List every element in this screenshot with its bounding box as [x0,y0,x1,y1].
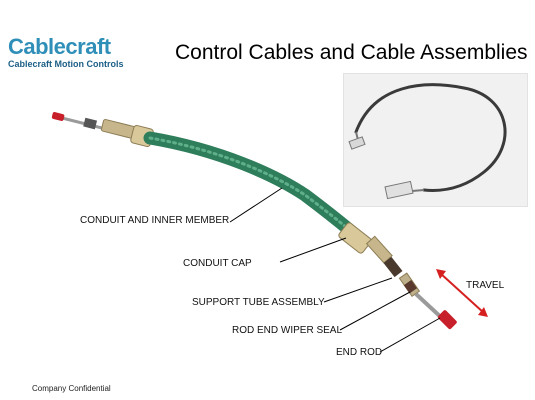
right-conduit-cap [338,222,372,254]
leader-conduit-inner [229,187,283,223]
left-wiper-seal [83,117,98,130]
rod-end-wiper-seal [403,280,417,294]
logo-subtitle: Cablecraft Motion Controls [8,59,124,69]
leader-end-rod [379,317,441,353]
travel-arrow-head-down [478,307,488,317]
conduit-highlight [148,136,354,234]
slide-title: Control Cables and Cable Assemblies [175,41,528,64]
support-tube-seal [383,256,403,278]
inset-cable-photo [343,73,528,207]
leader-wiper-seal [339,291,411,331]
travel-arrow-line [439,272,485,314]
label-support-tube-assembly: SUPPORT TUBE ASSEMBLY [192,297,325,308]
leader-support-tube [323,277,393,303]
logo-wordmark: Cablecraft [8,34,111,59]
label-conduit-inner-member: CONDUIT AND INNER MEMBER [80,215,230,226]
right-support-tube [365,235,393,264]
travel-arrow-head-up [436,269,446,279]
label-rod-end-wiper-seal: ROD END WIPER SEAL [232,325,343,336]
end-rod-tip [437,310,457,330]
left-rod-tip [51,112,65,121]
label-end-rod: END ROD [336,347,383,358]
footer-confidential: Company Confidential [32,384,111,393]
label-travel: TRAVEL [466,280,505,291]
cablecraft-logo: Cablecraft Cablecraft Motion Controls [8,34,124,70]
inset-cable-drawing [348,83,507,200]
leader-conduit-cap [279,237,347,263]
label-conduit-cap: CONDUIT CAP [183,258,252,269]
